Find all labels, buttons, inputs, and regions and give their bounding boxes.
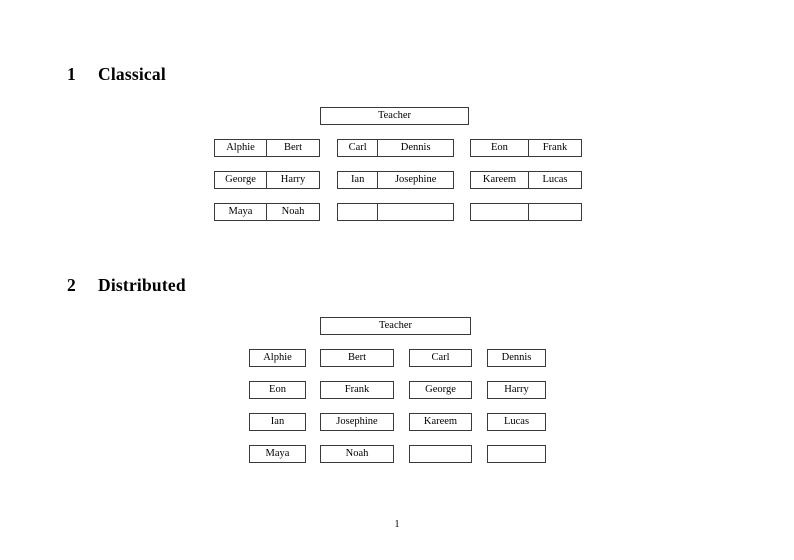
table: Maya Noah <box>214 203 320 221</box>
student-group-1-row-3: Maya Noah <box>214 203 320 221</box>
student-cell-empty <box>338 204 379 220</box>
section-title: Classical <box>98 64 166 84</box>
student-group-1-row-1: Alphie Bert <box>214 139 320 157</box>
student-box: Dennis <box>487 349 546 367</box>
student-box: Carl <box>409 349 472 367</box>
student-box: Bert <box>320 349 394 367</box>
section-heading-classical: 1 Classical <box>67 64 166 85</box>
student-group-2-row-1: Carl Dennis <box>337 139 454 157</box>
student-cell: Carl <box>338 140 379 156</box>
table: Alphie Bert <box>214 139 320 157</box>
student-cell: Josephine <box>394 174 437 185</box>
section-number: 1 <box>67 64 76 84</box>
table: George Harry <box>214 171 320 189</box>
section-heading-distributed: 2 Distributed <box>67 275 186 296</box>
student-cell: Harry <box>280 174 306 185</box>
student-cell: Dennis <box>400 142 431 153</box>
table: Ian Josephine <box>337 171 454 189</box>
student-cell: Noah <box>281 206 305 217</box>
student-cell-empty <box>529 204 581 220</box>
student-box: Alphie <box>249 349 306 367</box>
student-group-2-row-2: Ian Josephine <box>337 171 454 189</box>
table <box>337 203 454 221</box>
student-box: Maya <box>249 445 306 463</box>
table <box>470 203 582 221</box>
student-cell: Ian <box>338 172 379 188</box>
section-title: Distributed <box>98 275 186 295</box>
student-group-1-row-2: George Harry <box>214 171 320 189</box>
student-cell-empty <box>378 204 453 220</box>
student-box: Harry <box>487 381 546 399</box>
student-cell: Bert <box>283 142 303 153</box>
student-box: Lucas <box>487 413 546 431</box>
table: Kareem Lucas <box>470 171 582 189</box>
student-box-empty <box>409 445 472 463</box>
table: Carl Dennis <box>337 139 454 157</box>
student-box: Noah <box>320 445 394 463</box>
teacher-box-distributed: Teacher <box>320 317 471 335</box>
student-box: Josephine <box>320 413 394 431</box>
student-cell: Alphie <box>215 140 268 156</box>
student-cell-empty <box>471 204 529 220</box>
table: Eon Frank <box>470 139 582 157</box>
student-box: Kareem <box>409 413 472 431</box>
student-group-3-row-1: Eon Frank <box>470 139 582 157</box>
student-cell: Eon <box>471 140 529 156</box>
student-box: Eon <box>249 381 306 399</box>
student-cell: George <box>215 172 268 188</box>
student-cell: Frank <box>542 142 568 153</box>
page-number: 1 <box>394 519 400 530</box>
student-group-3-row-2: Kareem Lucas <box>470 171 582 189</box>
student-box-empty <box>487 445 546 463</box>
student-cell: Kareem <box>471 172 529 188</box>
student-box: Frank <box>320 381 394 399</box>
student-box: George <box>409 381 472 399</box>
student-cell: Maya <box>215 204 268 220</box>
student-cell: Lucas <box>542 174 568 185</box>
section-number: 2 <box>67 275 76 295</box>
teacher-box-classical: Teacher <box>320 107 469 125</box>
student-group-3-row-3 <box>470 203 582 221</box>
student-box: Ian <box>249 413 306 431</box>
student-group-2-row-3 <box>337 203 454 221</box>
